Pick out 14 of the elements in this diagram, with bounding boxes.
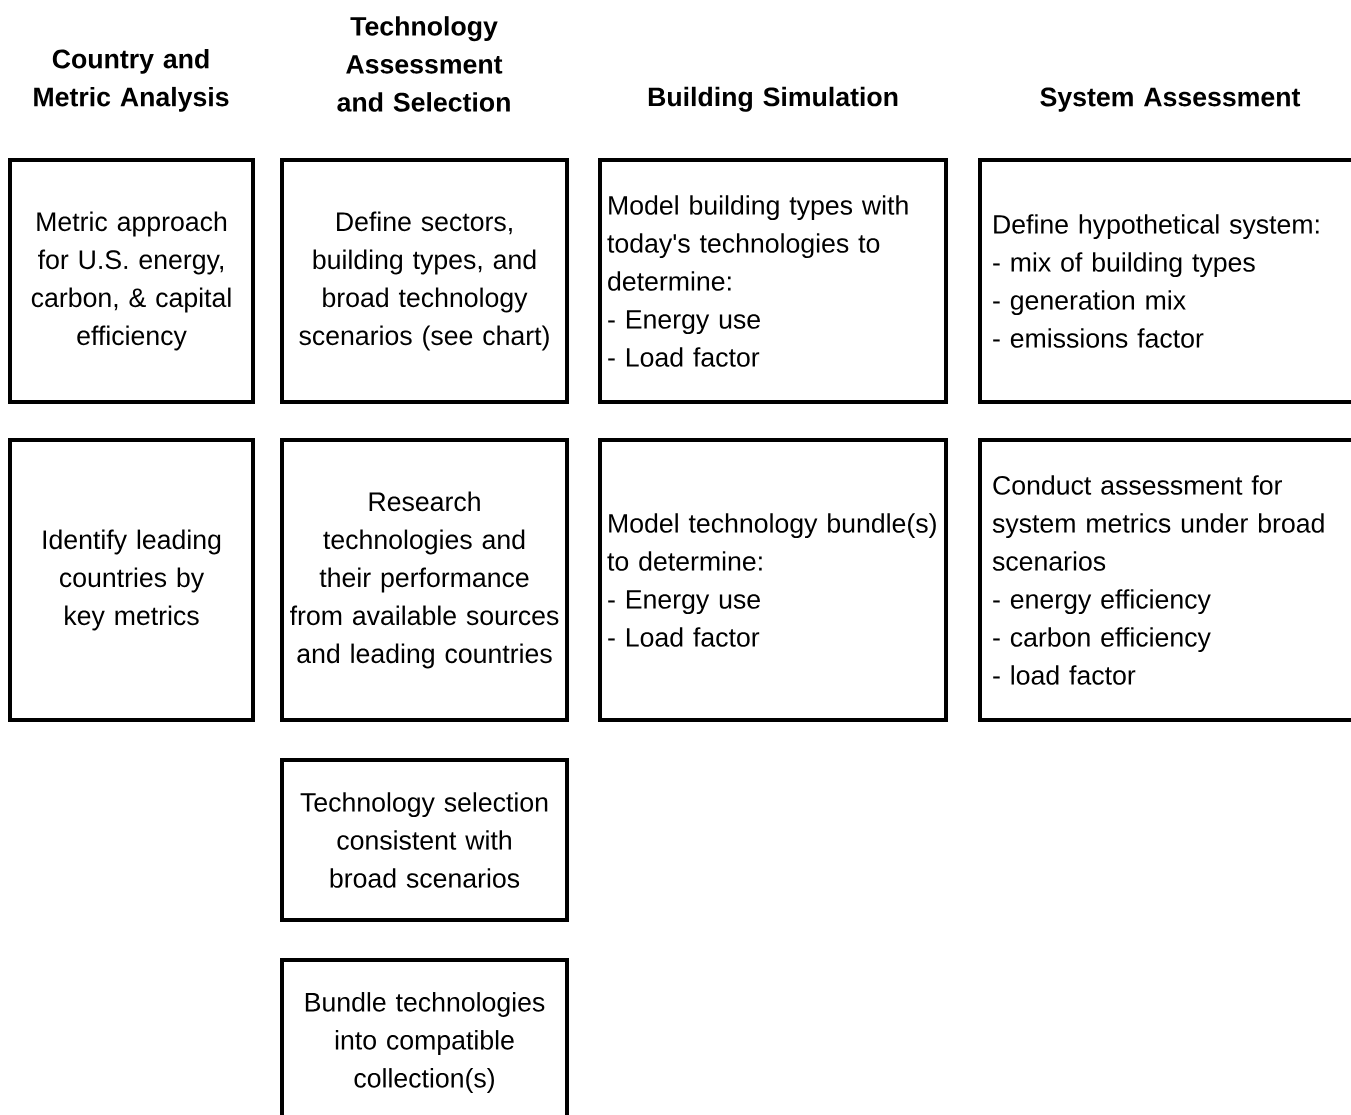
column-heading: Building Simulation [648, 86, 898, 112]
process-box: Bundle technologies into compatible collection(s) [280, 958, 569, 1115]
process-box: Technology selection consistent with broad scenarios [280, 758, 569, 922]
process-box: Conduct assessment for system metrics under broad scenarios - energy efficiency - carbon efficiency - load factor [978, 438, 1351, 722]
process-box: Define sectors, building types, and broad technology scenarios (see chart) [280, 158, 569, 404]
column-heading: Technology Assessment and Selection [337, 16, 510, 112]
process-box: Identify leading countries by key metrics [8, 438, 255, 722]
process-box: Model technology bundle(s) to determine: - Energy use - Load factor [598, 438, 948, 722]
process-box: Research technologies and their performance from available sources and leading countries [280, 438, 569, 722]
column-heading: Country and Metric Analysis [34, 48, 229, 112]
process-box: Model building types with today's technologies to determine: - Energy use - Load factor [598, 158, 948, 404]
process-box: Define hypothetical system: - mix of building types - generation mix - emissions factor [978, 158, 1351, 404]
process-box: Metric approach for U.S. energy, carbon, & capital efficiency [8, 158, 255, 404]
column-heading: System Assessment [1040, 87, 1301, 112]
